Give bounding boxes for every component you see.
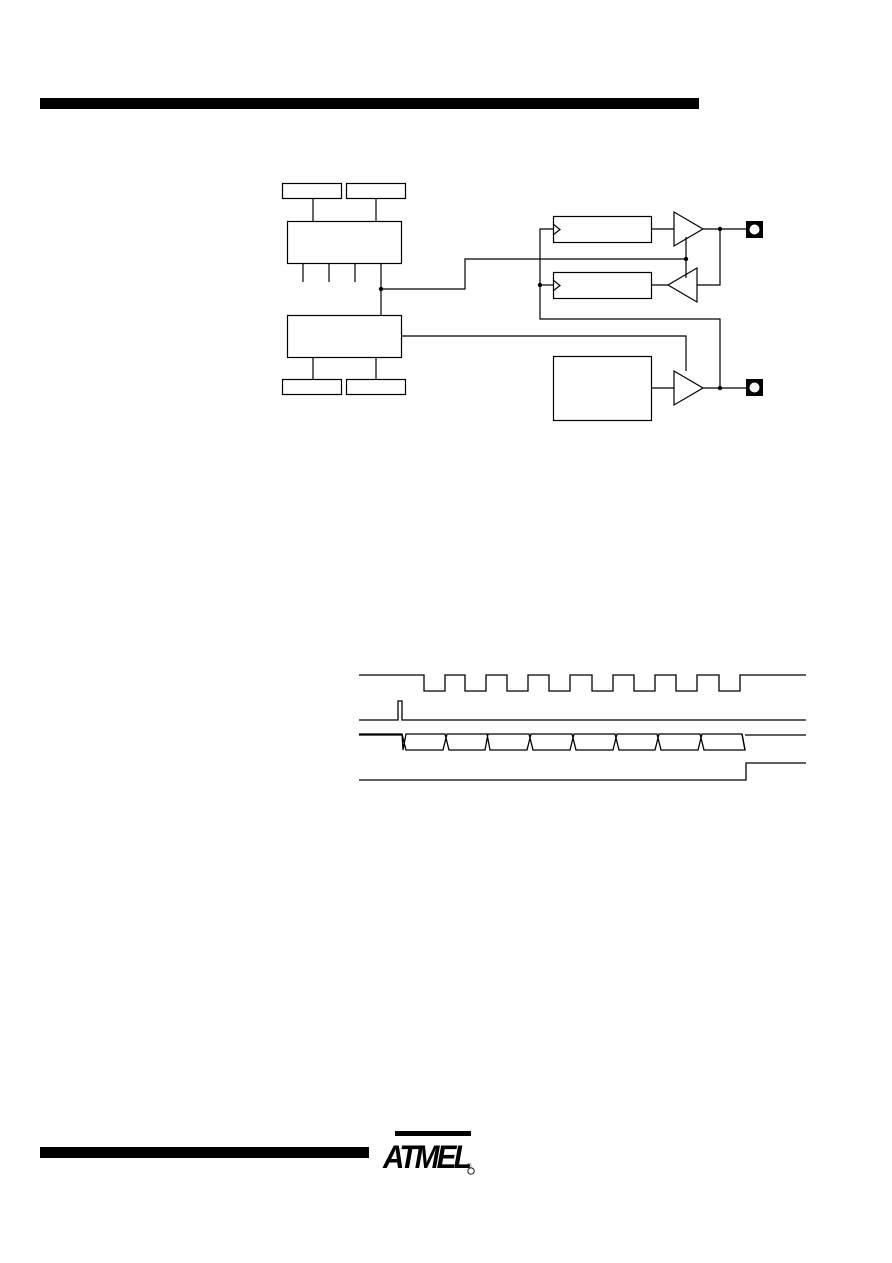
footer-rule [40, 1147, 369, 1158]
top-register-right [345, 182, 407, 200]
top-register-left [281, 182, 343, 200]
start-pulse-waveform [359, 700, 806, 721]
clock-pin [746, 379, 763, 396]
control-block [286, 220, 403, 265]
registered-mark: ® [467, 1164, 472, 1170]
clock-waveform [359, 674, 806, 692]
output-buffer [673, 210, 705, 248]
svg-text:ATMEL: ATMEL [382, 1139, 470, 1175]
data-bus-waveform [359, 733, 746, 751]
bottom-register-left [281, 378, 343, 396]
data-pin [746, 221, 763, 238]
header-rule [40, 98, 699, 109]
bottom-register-right [345, 378, 407, 396]
clock-buffer [673, 369, 705, 407]
ready-waveform [359, 762, 806, 781]
atmel-logo: ATMEL ATMEL ® [381, 1131, 477, 1175]
